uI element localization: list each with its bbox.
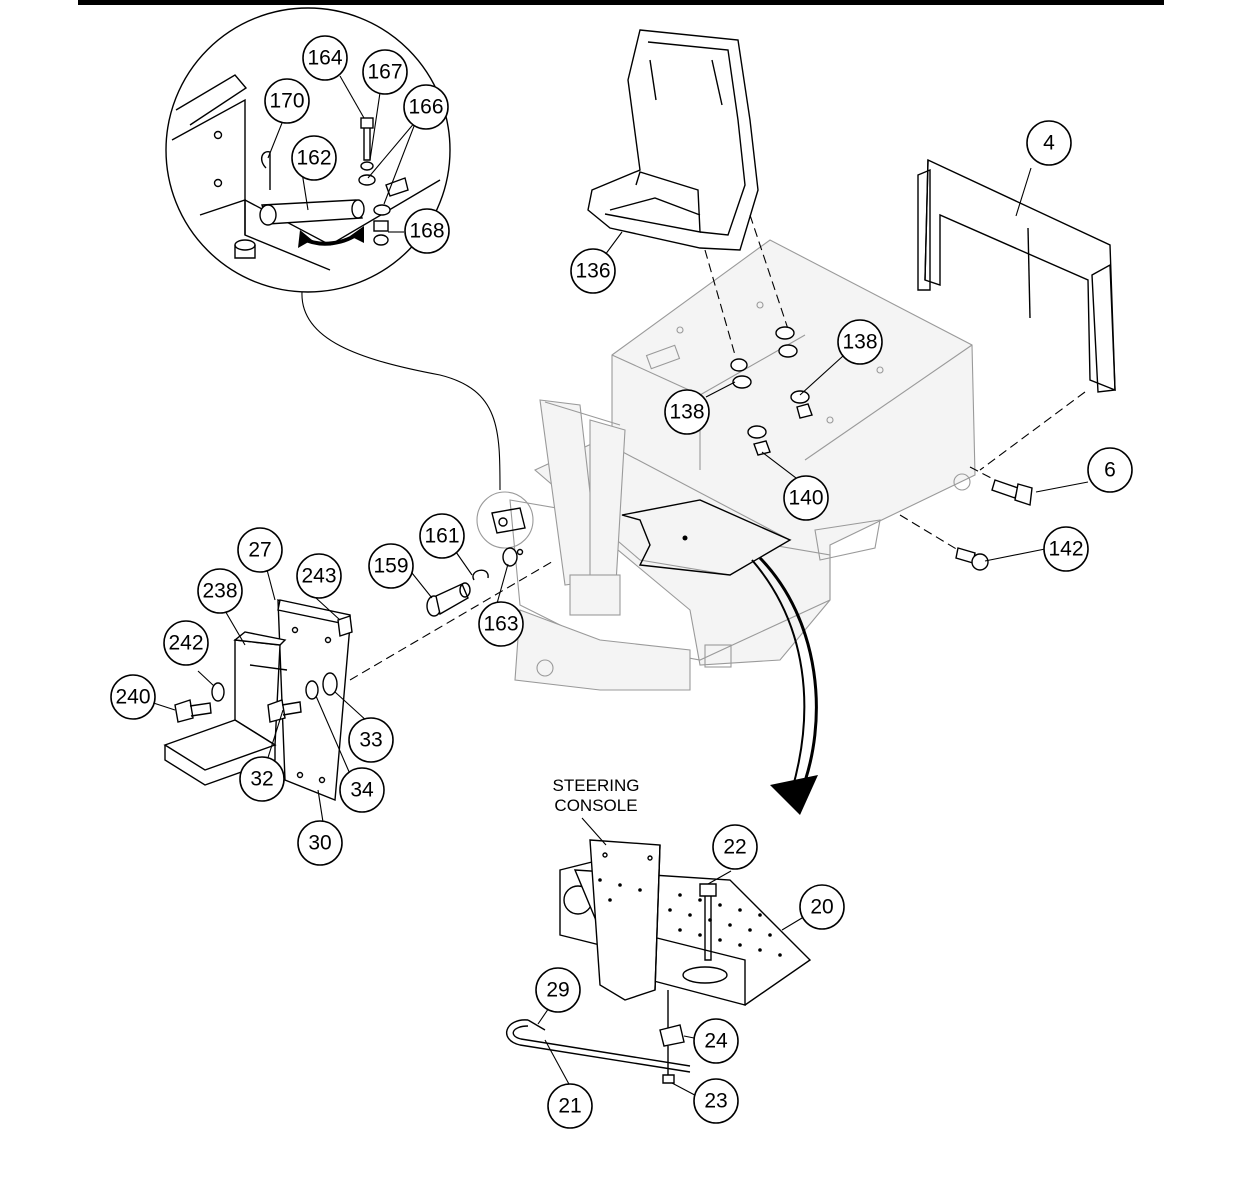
callout-170-label: 170 <box>269 90 304 113</box>
callout-161-label: 161 <box>424 525 459 548</box>
callout-168-label: 168 <box>409 220 444 243</box>
callout-159: 159 <box>368 543 414 589</box>
callout-34-label: 34 <box>350 779 374 802</box>
callout-240: 240 <box>110 674 156 720</box>
callout-27: 27 <box>237 527 283 573</box>
callout-243-label: 243 <box>301 565 336 588</box>
callout-138-left: 138 <box>664 389 710 435</box>
callout-34: 34 <box>339 767 385 813</box>
callout-138-right-label: 138 <box>842 331 877 354</box>
seat <box>587 29 791 356</box>
callout-23-label: 23 <box>704 1090 727 1113</box>
callout-33-label: 33 <box>359 729 382 752</box>
callout-22: 22 <box>712 824 758 870</box>
callout-162: 162 <box>291 135 337 181</box>
callout-138-right: 138 <box>837 319 883 365</box>
callout-167-label: 167 <box>367 61 402 84</box>
callout-6-label: 6 <box>1104 459 1116 482</box>
pedal-assembly <box>163 559 556 802</box>
callout-238: 238 <box>197 568 243 614</box>
callout-33: 33 <box>348 717 394 763</box>
callout-24-label: 24 <box>704 1030 728 1053</box>
callout-238-label: 238 <box>202 580 237 603</box>
callout-32-label: 32 <box>250 768 273 791</box>
callout-27-label: 27 <box>248 539 271 562</box>
callout-163-label: 163 <box>483 613 518 636</box>
side-panel <box>917 158 1116 471</box>
callout-4-label: 4 <box>1043 132 1055 155</box>
callout-142: 142 <box>1043 526 1089 572</box>
callout-161: 161 <box>419 513 465 559</box>
callout-20-label: 20 <box>810 896 833 919</box>
bolts-right <box>899 466 1033 571</box>
callout-166-label: 166 <box>408 96 443 119</box>
steering-console-label-line1: STEERING <box>553 776 640 795</box>
callout-21-label: 21 <box>558 1095 581 1118</box>
callout-163: 163 <box>478 601 524 647</box>
callout-30-label: 30 <box>308 832 331 855</box>
callout-164-label: 164 <box>307 47 342 70</box>
callout-29: 29 <box>535 967 581 1013</box>
callout-136: 136 <box>570 248 616 294</box>
hitch-pin-detail <box>165 7 501 491</box>
steering-console-label-line2: CONSOLE <box>554 796 637 815</box>
callout-6: 6 <box>1087 447 1133 493</box>
callout-164: 164 <box>302 35 348 81</box>
callout-142-label: 142 <box>1048 538 1083 561</box>
callout-136-label: 136 <box>575 260 610 283</box>
callout-30: 30 <box>297 820 343 866</box>
callout-23: 23 <box>693 1078 739 1124</box>
tread-pattern <box>598 878 782 957</box>
callout-140: 140 <box>783 475 829 521</box>
callout-243: 243 <box>296 553 342 599</box>
callout-170: 170 <box>264 78 310 124</box>
callout-162-label: 162 <box>296 147 331 170</box>
callout-167: 167 <box>362 49 408 95</box>
callout-24: 24 <box>693 1018 739 1064</box>
callout-242: 242 <box>163 620 209 666</box>
callout-159-label: 159 <box>373 555 408 578</box>
callout-242-label: 242 <box>168 632 203 655</box>
transition-arrow <box>751 556 818 815</box>
callout-140-label: 140 <box>788 487 823 510</box>
callout-4: 4 <box>1026 120 1072 166</box>
callout-240-label: 240 <box>115 686 150 709</box>
chassis-frame <box>476 239 976 691</box>
pivot-pin <box>426 547 524 617</box>
callout-20: 20 <box>799 884 845 930</box>
seat-hardware <box>730 326 813 456</box>
callout-22-label: 22 <box>723 836 746 859</box>
top-border-rule <box>78 0 1164 5</box>
steering-console <box>506 839 812 1084</box>
callout-168: 168 <box>404 208 450 254</box>
callout-29-label: 29 <box>546 979 569 1002</box>
callout-21: 21 <box>547 1083 593 1129</box>
callout-138-left-label: 138 <box>669 401 704 424</box>
callout-166: 166 <box>403 84 449 130</box>
callout-32: 32 <box>239 756 285 802</box>
